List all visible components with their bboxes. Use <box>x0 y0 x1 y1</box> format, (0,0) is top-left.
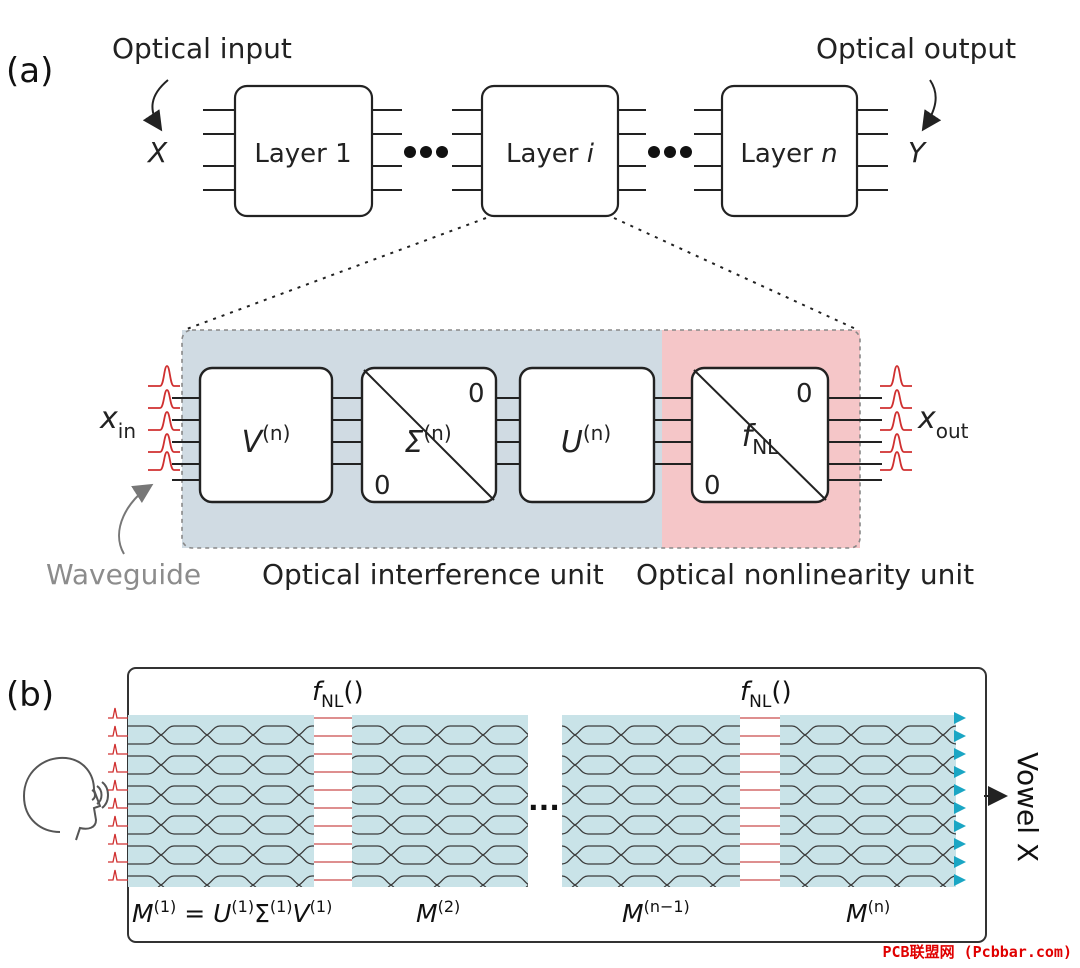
input-pulses <box>148 365 180 471</box>
u-matrix-box <box>518 366 656 504</box>
zoom-lines <box>183 217 859 331</box>
layer-i-box: Layer i <box>452 84 646 218</box>
fnl-label-1: fNL() <box>312 677 364 712</box>
layer-1-box: Layer 1 <box>203 84 402 218</box>
expanded-layer: V(n) Σ(n) 0 0 U(n) fNL 0 0 xin xout Wave… <box>46 329 974 591</box>
layer-i-label: Layer i <box>506 139 595 169</box>
output-pulses <box>880 365 912 471</box>
optical-output-label: Optical output <box>816 32 1016 65</box>
mesh-block-2 <box>352 715 528 887</box>
mesh-block-n <box>780 715 956 887</box>
output-curved-arrow <box>921 79 942 132</box>
dots-right <box>648 146 692 158</box>
m1-label: M(1) = U(1)Σ(1)V(1) <box>132 897 332 928</box>
panel-a: (a) Optical input Optical output X Y Lay… <box>6 32 1016 591</box>
watermark-text: PCB联盟网 (Pcbbar.com) <box>882 943 1073 961</box>
panel-b-input-pulses <box>108 707 128 881</box>
mesh-block-n-1 <box>562 715 740 887</box>
fnl-lines-1 <box>314 717 352 881</box>
x-out-label: xout <box>917 401 969 443</box>
interference-unit-label: Optical interference unit <box>262 558 604 591</box>
output-y-symbol: Y <box>908 136 927 169</box>
sigma-zero-bottom: 0 <box>374 471 391 501</box>
vowel-x-label: Vowel X <box>1011 752 1044 862</box>
mn-1-label: M(n−1) <box>622 897 690 928</box>
fnl-lines-2 <box>740 717 780 881</box>
fnl-zero-top: 0 <box>796 379 813 409</box>
panel-b-label: (b) <box>6 675 54 715</box>
optical-input-label: Optical input <box>112 32 292 65</box>
nonlinearity-unit-label: Optical nonlinearity unit <box>636 558 974 591</box>
v-matrix-label: V(n) <box>242 421 291 460</box>
v-matrix-box <box>198 366 334 504</box>
waveguide-arrow <box>118 483 154 555</box>
waveguide-label: Waveguide <box>46 558 201 591</box>
dots-left <box>404 146 448 158</box>
m2-label: M(2) <box>416 897 460 928</box>
panel-b: (b) <box>6 667 1044 943</box>
fnl-label-2: fNL() <box>740 677 792 712</box>
fnl-zero-bottom: 0 <box>704 471 721 501</box>
input-curved-arrow <box>142 79 169 132</box>
input-x-symbol: X <box>146 136 168 169</box>
panel-b-ellipsis: ... <box>528 784 560 817</box>
layer-n-box: Layer n <box>694 84 888 218</box>
mesh-block-1 <box>128 715 314 887</box>
speaker-head-icon <box>22 756 109 841</box>
layer-1-label: Layer 1 <box>254 139 351 169</box>
sigma-zero-top: 0 <box>468 379 485 409</box>
output-detectors <box>954 712 966 886</box>
u-matrix-label: U(n) <box>561 421 611 460</box>
sigma-matrix-label: Σ(n) <box>404 421 451 460</box>
mn-label: M(n) <box>846 897 890 928</box>
x-in-label: xin <box>99 401 136 443</box>
panel-a-label: (a) <box>6 51 53 91</box>
layer-n-label: Layer n <box>740 139 837 169</box>
